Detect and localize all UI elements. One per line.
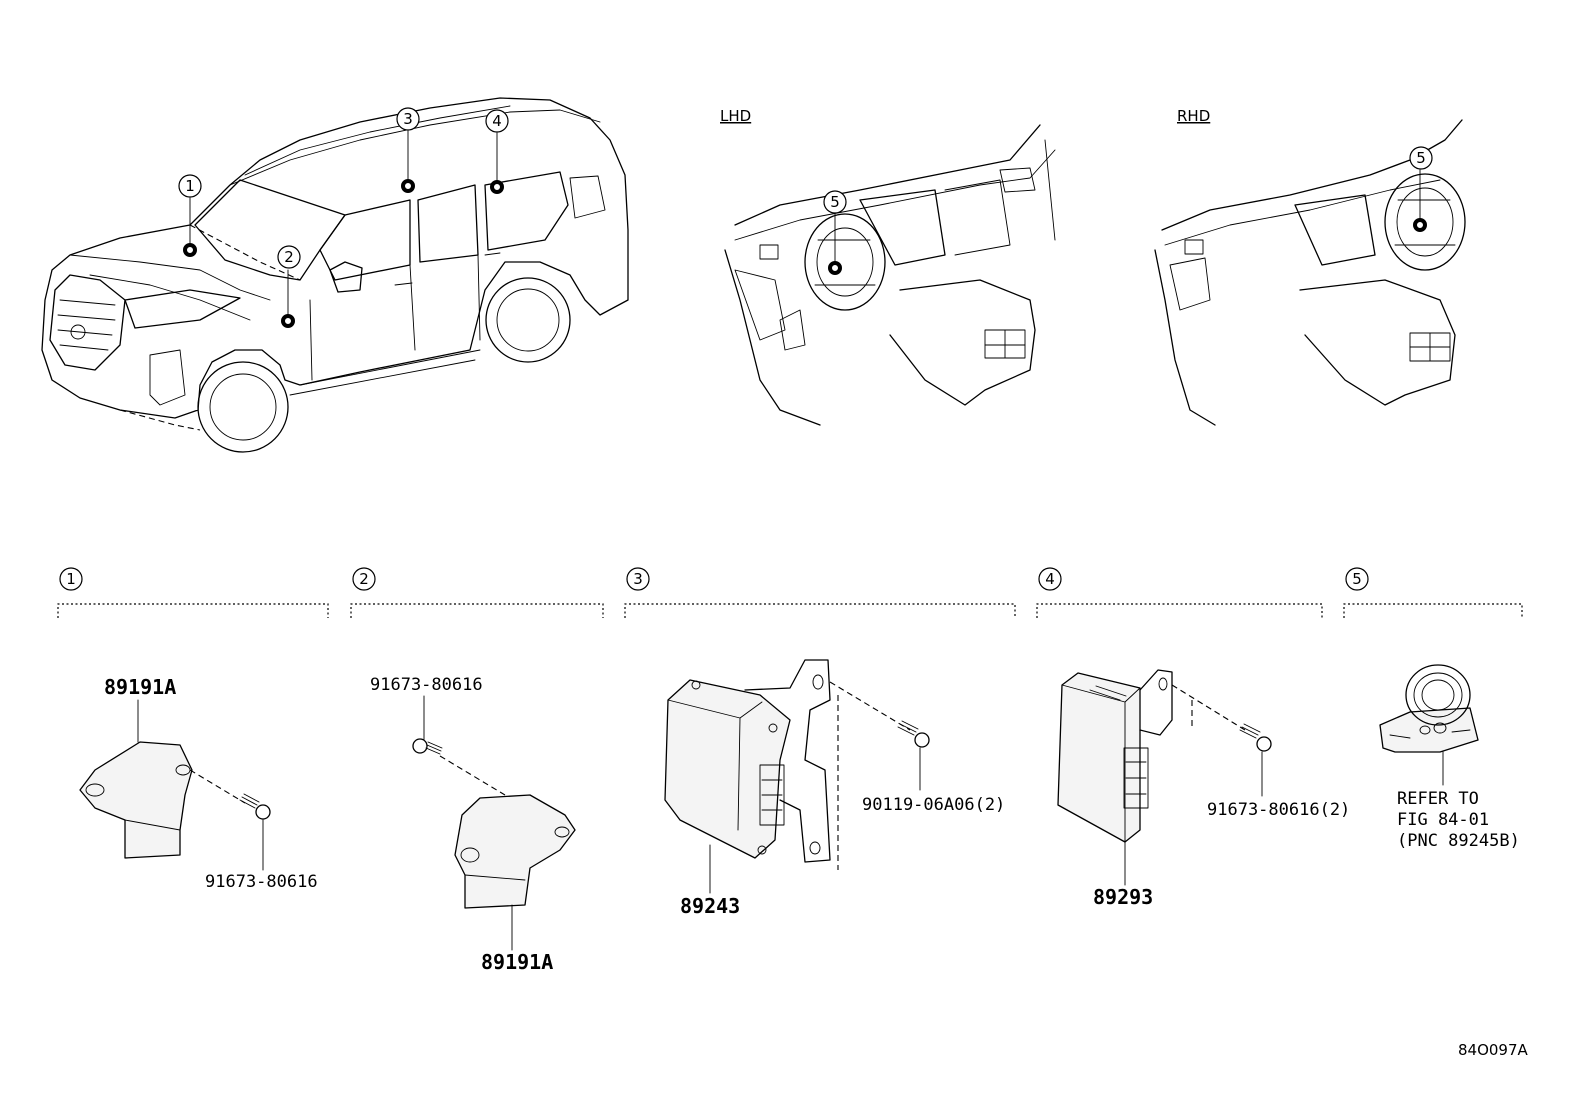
rhd-label: RHD: [1177, 107, 1210, 125]
bolt-91673-80616: [239, 793, 271, 820]
section-2-number: 2: [359, 570, 369, 588]
section-5-number: 5: [1352, 570, 1362, 588]
section-2-parts: 91673-80616 89191A: [370, 675, 576, 974]
lhd-dashboard-illustration: LHD 5: [720, 107, 1056, 426]
bolt-90119-06A06: [897, 720, 930, 748]
spiral-cable-sensor: [1379, 664, 1479, 753]
part-91673-80616-label: 91673-80616: [205, 872, 318, 892]
figure-code: 84O097A: [1458, 1041, 1529, 1059]
part-91673-80616-label: 91673-80616: [370, 675, 483, 695]
callout-2: 2: [284, 248, 294, 266]
section-4-number: 4: [1045, 570, 1055, 588]
lhd-label: LHD: [720, 107, 751, 125]
rhd-dashboard-illustration: RHD 5: [1154, 107, 1466, 426]
section-3-number: 3: [633, 570, 643, 588]
bolt-91673-80616: [412, 738, 443, 755]
section-headers: 1 2 3 4 5: [57, 567, 1523, 618]
callout-5-rhd: 5: [1416, 149, 1426, 167]
vehicle-illustration: 1 2 3 4: [41, 97, 629, 453]
part-89293-label: 89293: [1093, 885, 1153, 909]
section-1-number: 1: [66, 570, 76, 588]
refer-note-line-1: REFER TO: [1397, 789, 1479, 809]
callout-5-lhd: 5: [830, 193, 840, 211]
part-89191A-label: 89191A: [481, 950, 553, 974]
callout-4: 4: [492, 112, 502, 130]
callout-3: 3: [403, 110, 413, 128]
sensor-89191A: [454, 794, 576, 909]
bolt-91673-80616: [1239, 723, 1272, 752]
control-unit-89293: [1057, 669, 1173, 843]
section-5-parts: REFER TO FIG 84-01 (PNC 89245B): [1379, 664, 1520, 851]
part-89243-label: 89243: [680, 894, 740, 918]
refer-note-line-2: FIG 84-01: [1397, 810, 1489, 830]
part-90119-06A06-label: 90119-06A06(2): [862, 795, 1005, 815]
sensor-89191A: [79, 741, 193, 859]
refer-note-line-3: (PNC 89245B): [1397, 831, 1520, 851]
section-4-parts: 91673-80616(2) 89293: [1057, 669, 1350, 909]
part-89191A-label: 89191A: [104, 675, 176, 699]
section-3-parts: 90119-06A06(2) 89243: [664, 659, 1005, 918]
part-91673-80616-2-label: 91673-80616(2): [1207, 800, 1350, 820]
control-unit-89243: [664, 659, 831, 863]
section-1-parts: 89191A 91673-80616: [79, 675, 318, 892]
callout-1: 1: [185, 177, 195, 195]
